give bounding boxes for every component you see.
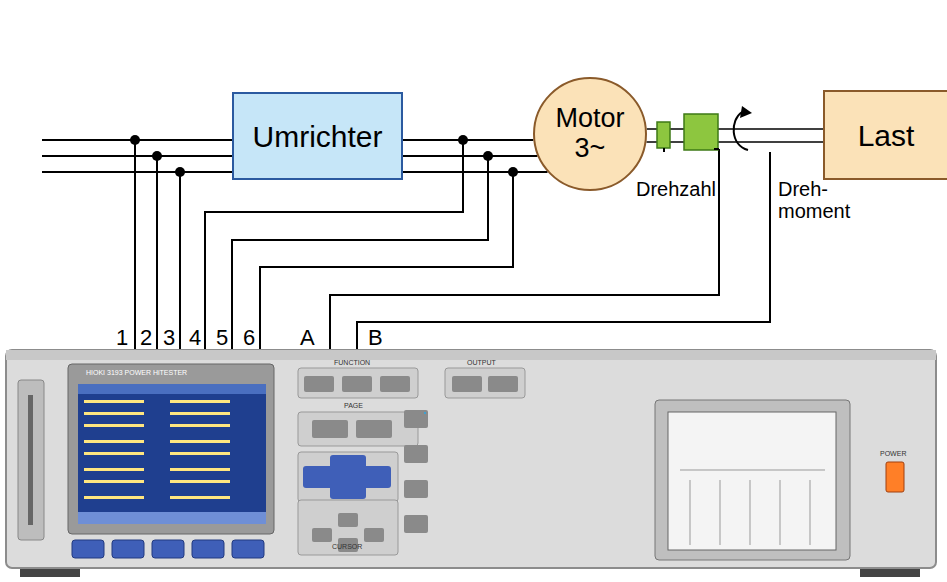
load-box: Last — [823, 90, 947, 180]
terminal-number: 5 — [216, 326, 228, 350]
input-letter: A — [300, 326, 315, 350]
node-text: Umrichter — [252, 120, 382, 153]
signal-name: Drehzahl — [636, 178, 716, 200]
speed-sensor — [657, 122, 670, 148]
panel-caption: OUTPUT — [467, 359, 496, 367]
supply-wires — [42, 140, 233, 172]
panel-caption: FUNCTION — [334, 359, 370, 367]
terminal-number: 2 — [140, 326, 152, 350]
torque-sensor — [684, 114, 718, 150]
terminal-number: 3 — [163, 326, 175, 350]
rotation-arrow — [734, 106, 752, 150]
panel-caption: CURSOR — [332, 543, 362, 551]
motor-circle: Motor 3~ — [533, 77, 647, 191]
input-letter: B — [368, 326, 383, 350]
three-phase-wires — [403, 140, 548, 172]
process-box: Umrichter — [232, 92, 403, 180]
terminal-number: 1 — [116, 326, 128, 350]
node-text: Last — [858, 119, 915, 152]
voltage-taps-input — [135, 140, 180, 352]
terminal-number: 6 — [243, 326, 255, 350]
panel-caption: POWER — [880, 450, 906, 458]
device-brand: HIOKI 3193 POWER HiTESTER — [86, 369, 187, 377]
panel-caption: PAGE — [344, 402, 363, 410]
node-text: Motor 3~ — [550, 104, 630, 163]
signal-name: Dreh- moment — [778, 178, 858, 222]
terminal-number: 4 — [189, 326, 201, 350]
power-analyzer — [6, 350, 936, 577]
